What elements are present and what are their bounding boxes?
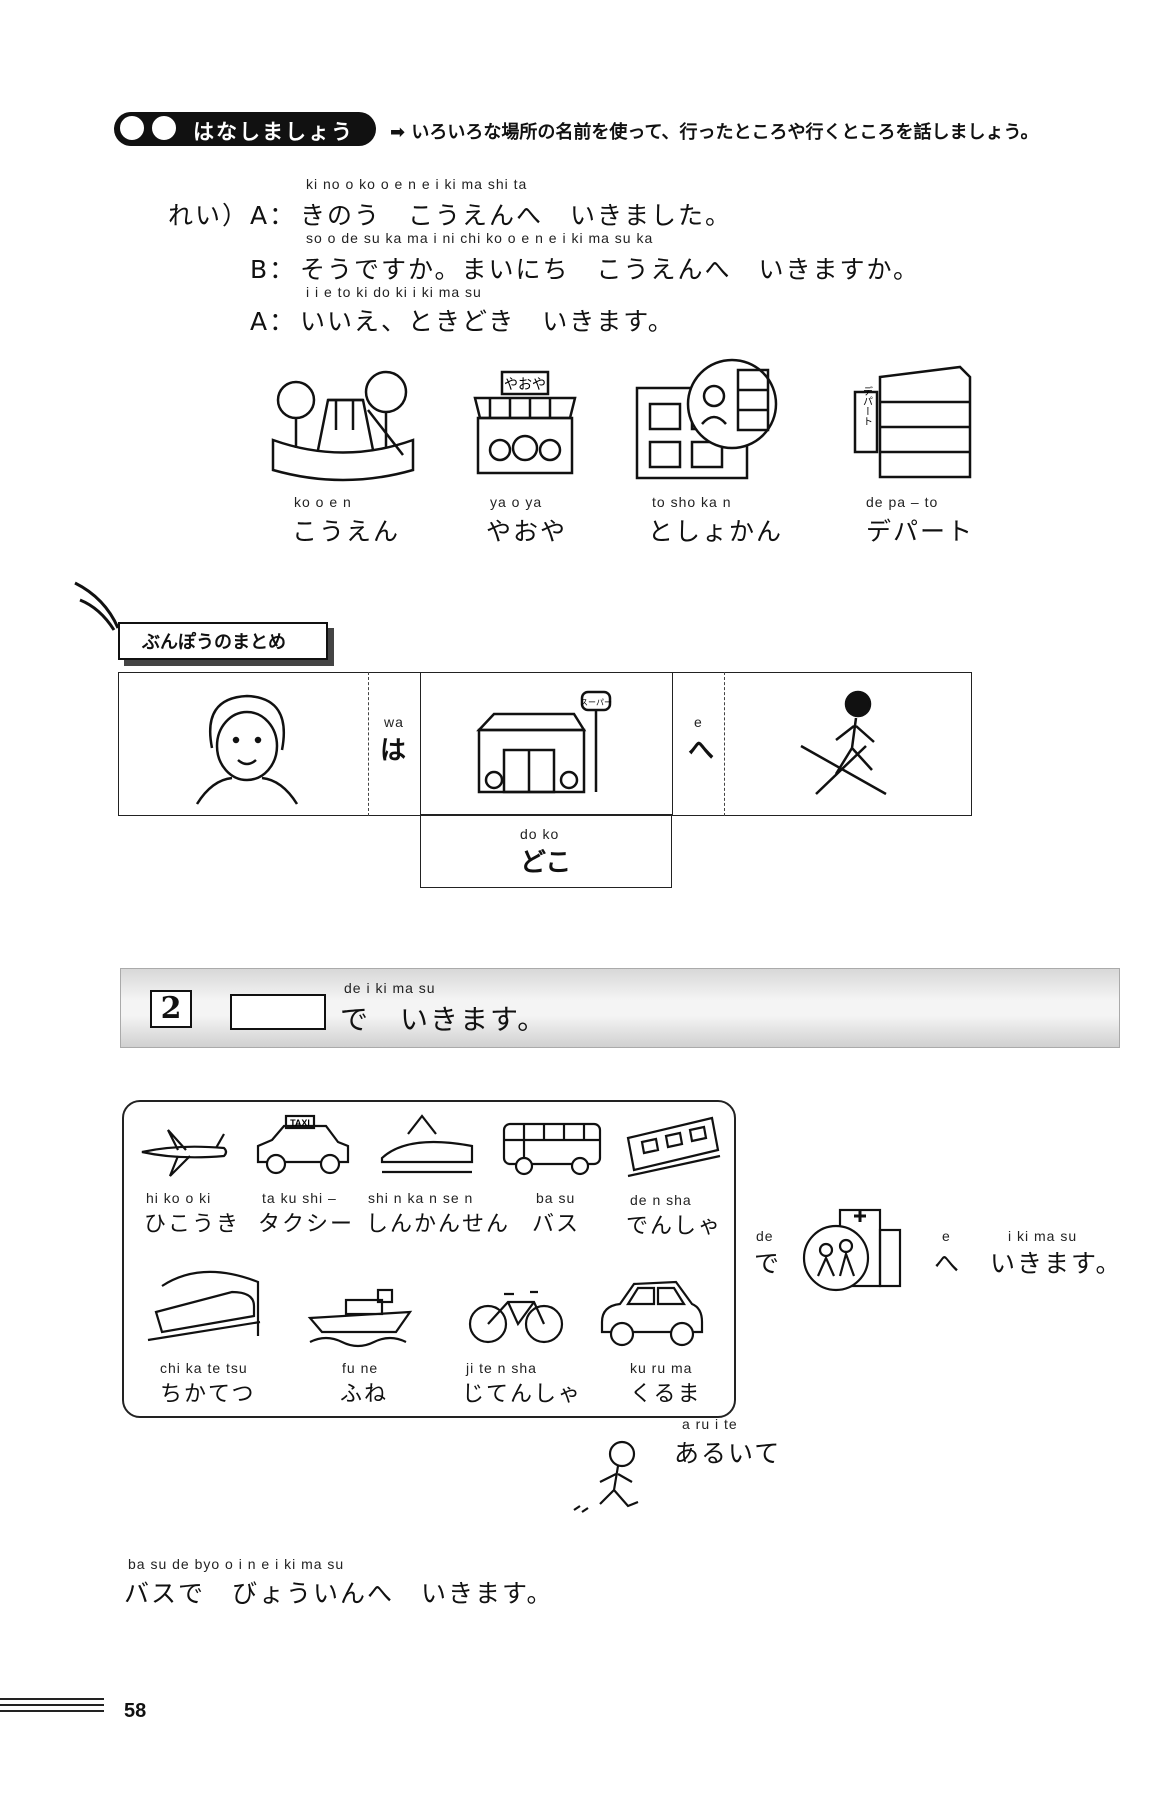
dialogue-line: そうですか。まいにち こうえんへ いきますか。 [300, 255, 921, 284]
bus-icon [502, 1122, 602, 1176]
airplane-icon [141, 1129, 228, 1177]
place-label: デパート [866, 517, 975, 546]
doko-ruby: do ko [520, 826, 560, 842]
walking-person-icon [800, 690, 887, 796]
example-ruby: ba su de byo o i n e i ki ma su [128, 1556, 345, 1572]
grammar-summary-tag: ぶんぽうのまとめ [118, 622, 328, 660]
table-divider [420, 672, 421, 816]
doko-box [420, 814, 672, 888]
answer-blank [230, 994, 326, 1030]
aruite-label: あるいて [674, 1439, 782, 1468]
vehicle-label: ふね [340, 1382, 389, 1407]
dialogue-ruby: i i e to ki do ki i ki ma su [306, 284, 482, 300]
vehicle-label: バス [532, 1212, 581, 1237]
hanashi-badge [114, 112, 376, 146]
vehicle-label: くるま [630, 1382, 702, 1407]
footer-rule [0, 1704, 104, 1706]
vehicle-label: ちかてつ [160, 1382, 256, 1407]
face-icon [150, 114, 178, 142]
dialogue-ruby: ki no o ko o e n e i ki ma shi ta [306, 176, 528, 192]
ship-icon [307, 1288, 413, 1348]
example-label: れい） [168, 201, 250, 230]
particle-ruby: de [756, 1228, 774, 1244]
example-sentence: バスで びょういんへ いきます。 [124, 1579, 554, 1608]
vehicle-label: タクシー [258, 1212, 355, 1237]
vehicle-label: でんしゃ [626, 1214, 723, 1239]
vehicle-ruby: chi ka te tsu [160, 1360, 248, 1376]
vehicle-label: じてんしゃ [462, 1382, 583, 1407]
supermarket-icon: スーパー [476, 690, 612, 794]
library-icon [635, 358, 778, 480]
page-number: 58 [124, 1700, 147, 1722]
place-ruby: ya o ya [490, 494, 543, 510]
ikimasu-label: いきます。 [990, 1249, 1123, 1278]
woman-face-icon [195, 694, 299, 805]
section2-ruby: de i ki ma su [344, 980, 436, 996]
vehicle-ruby: de n sha [630, 1192, 692, 1208]
vehicle-label: ひこうき [144, 1212, 241, 1237]
vehicle-ruby: ji te n sha [466, 1360, 537, 1376]
dialogue-ruby: so o de su ka ma i ni chi ko o e n e i k… [306, 230, 654, 246]
vehicle-ruby: shi n ka n se n [368, 1190, 474, 1206]
doko-label: どこ [520, 848, 572, 878]
dialogue-line: いいえ、ときどき いきます。 [300, 307, 675, 336]
ikimasu-ruby: i ki ma su [1008, 1228, 1078, 1244]
section2-number: 2 [150, 990, 192, 1028]
hospital-icon [802, 1208, 902, 1292]
vehicle-label: しんかんせん [366, 1212, 511, 1237]
table-divider [368, 672, 369, 816]
footer-rule [0, 1698, 104, 1700]
taxi-icon: TAXI [256, 1114, 350, 1175]
particle-ruby: e [694, 714, 703, 730]
dialogue-speaker: B： [250, 255, 297, 284]
place-label: こうえん [292, 517, 401, 546]
ribbon-icon [74, 581, 120, 631]
section-badge-label: はなしましょう [193, 120, 354, 144]
particle-ruby: wa [384, 714, 404, 730]
place-label: やおや [486, 517, 568, 546]
particle-de: で [754, 1249, 782, 1278]
vehicle-ruby: fu ne [342, 1360, 379, 1376]
vehicle-ruby: ku ru ma [630, 1360, 693, 1376]
face-icon [118, 114, 146, 142]
particle-e: へ [934, 1249, 962, 1278]
department-store-sign: デパート [861, 385, 873, 426]
car-icon [600, 1280, 704, 1347]
section-instruction: ➡ いろいろな場所の名前を使って、行ったところや行くところを話しましょう。 [390, 122, 1039, 143]
train-icon [626, 1116, 721, 1178]
place-ruby: de pa – to [866, 494, 939, 510]
vehicle-ruby: ta ku shi – [262, 1190, 337, 1206]
vehicle-ruby: ba su [536, 1190, 576, 1206]
subway-icon [147, 1270, 261, 1342]
aruite-ruby: a ru i te [682, 1416, 738, 1432]
particle-ruby: e [942, 1228, 951, 1244]
dialogue-line: きのう こうえんへ いきました。 [300, 201, 733, 230]
department-store-icon: デパート [853, 365, 972, 479]
taxi-sign: TAXI [290, 1118, 310, 1128]
footer-rule [0, 1710, 104, 1712]
walking-child-icon [573, 1440, 639, 1513]
place-ruby: to sho ka n [652, 494, 732, 510]
grammar-table [118, 672, 972, 816]
supermarket-sign: スーパー [580, 698, 612, 707]
table-divider [672, 672, 673, 816]
park-icon [271, 370, 415, 482]
bicycle-icon [468, 1290, 564, 1344]
greengrocer-icon: やおや [473, 370, 577, 475]
place-ruby: ko o e n [294, 494, 352, 510]
dialogue-speaker: A： [250, 307, 297, 336]
vehicle-ruby: hi ko o ki [146, 1190, 212, 1206]
greengrocer-sign: やおや [504, 377, 546, 393]
vehicles-box [122, 1100, 736, 1418]
place-label: としょかん [648, 517, 784, 546]
dialogue-speaker: A： [250, 201, 297, 230]
section2-title: で いきます。 [340, 1003, 548, 1036]
bullet-train-icon [380, 1114, 474, 1174]
particle-wa: は [380, 736, 407, 766]
particle-e: へ [688, 736, 715, 766]
table-divider [724, 672, 725, 816]
